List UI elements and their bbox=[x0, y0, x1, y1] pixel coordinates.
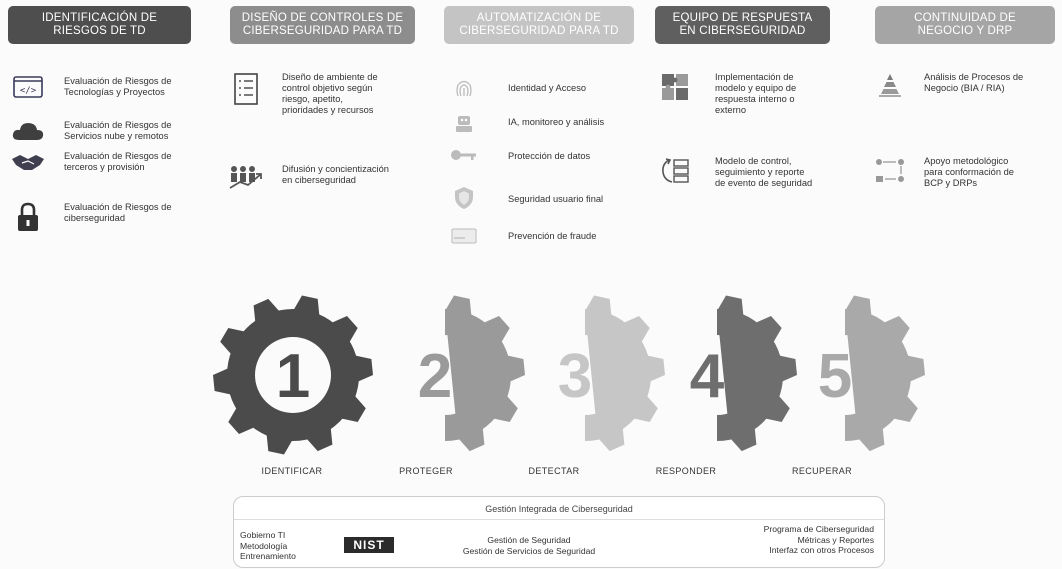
header-label: CONTINUIDAD DE NEGOCIO Y DRP bbox=[914, 12, 1016, 37]
gear-shape: 4 bbox=[690, 295, 797, 452]
gear-number: 2 bbox=[418, 342, 452, 411]
nist-logo: NIST bbox=[344, 537, 394, 553]
gear-shape: 5 bbox=[818, 295, 925, 452]
column-identificacion: IDENTIFICACIÓN DE RIESGOS DE TD bbox=[8, 6, 191, 44]
gear-label-recuperar: RECUPERAR bbox=[791, 466, 853, 476]
svg-text:</>: </> bbox=[20, 86, 37, 96]
item-text: Difusión y concientización en cibersegur… bbox=[282, 164, 389, 185]
gear-label-responder: RESPONDER bbox=[655, 466, 717, 476]
item-implementacion: Implementación de modelo y equipo de res… bbox=[655, 72, 796, 116]
checklist-icon bbox=[226, 72, 266, 106]
item-ia: IA, monitoreo y análisis bbox=[444, 112, 604, 134]
footer-panel: Gestión Integrada de Ciberseguridad Gobi… bbox=[233, 496, 885, 568]
header-label: IDENTIFICACIÓN DE RIESGOS DE TD bbox=[41, 12, 158, 37]
item-riesgos-tecnologias: </> Evaluación de Riesgos de Tecnologías… bbox=[8, 76, 172, 98]
gear-shape: 3 bbox=[558, 295, 665, 452]
column-equipo: EQUIPO DE RESPUESTA EN CIBERSEGURIDAD bbox=[655, 6, 830, 44]
fingerprint-icon bbox=[444, 78, 484, 100]
item-seguridad-usuario: Seguridad usuario final bbox=[444, 186, 603, 210]
card-icon bbox=[444, 228, 484, 244]
header-equipo: EQUIPO DE RESPUESTA EN CIBERSEGURIDAD bbox=[655, 6, 830, 44]
gear-5: 5 bbox=[760, 290, 930, 460]
footer-left-text: Gobierno TI Metodología Entrenamiento bbox=[240, 530, 296, 561]
item-text: Prevención de fraude bbox=[508, 231, 597, 241]
item-text: Seguridad usuario final bbox=[508, 194, 604, 204]
item-fraude: Prevención de fraude bbox=[444, 228, 596, 244]
column-automatizacion: AUTOMATIZACIÓN DE CIBERSEGURIDAD PARA TD bbox=[444, 6, 634, 44]
item-proteccion-datos: Protección de datos bbox=[444, 148, 590, 162]
puzzle-icon bbox=[655, 72, 695, 102]
header-continuidad: CONTINUIDAD DE NEGOCIO Y DRP bbox=[875, 6, 1055, 44]
gear-body bbox=[445, 309, 511, 441]
gear-body bbox=[845, 309, 911, 441]
item-riesgos-ciberseguridad: Evaluación de Riesgos de ciberseguridad bbox=[8, 202, 172, 232]
item-text: Apoyo metodológico para conformación de … bbox=[924, 156, 1014, 188]
pyramid-icon bbox=[870, 72, 910, 98]
key-icon bbox=[444, 148, 484, 162]
item-text: Evaluación de Riesgos de ciberseguridad bbox=[64, 202, 172, 223]
shield-icon bbox=[444, 186, 484, 210]
item-text: Evaluación de Riesgos de Servicios nube … bbox=[64, 120, 172, 141]
gear-label-detectar: DETECTAR bbox=[528, 466, 580, 476]
padlock-icon bbox=[8, 202, 48, 232]
header-label: DISEÑO DE CONTROLES DE CIBERSEGURIDAD PA… bbox=[241, 12, 404, 37]
gear-number: 4 bbox=[690, 342, 725, 411]
item-text: Implementación de modelo y equipo de res… bbox=[715, 72, 797, 115]
gear-body bbox=[585, 309, 651, 441]
gear-number: 1 bbox=[276, 342, 310, 411]
column-diseno: DISEÑO DE CONTROLES DE CIBERSEGURIDAD PA… bbox=[230, 6, 415, 44]
header-automatizacion: AUTOMATIZACIÓN DE CIBERSEGURIDAD PARA TD bbox=[444, 6, 634, 44]
people-growth-icon bbox=[226, 164, 266, 190]
item-text: Modelo de control, seguimiento y reporte… bbox=[715, 156, 813, 188]
gear-shape: 2 bbox=[418, 295, 525, 452]
footer-center-text: Gestión de Seguridad Gestión de Servicio… bbox=[462, 535, 596, 556]
gear-3: 3 bbox=[500, 290, 670, 460]
flow-icon bbox=[870, 156, 910, 186]
item-text: Protección de datos bbox=[508, 151, 591, 161]
gear-shape: 1 bbox=[213, 295, 373, 455]
gear-hub bbox=[255, 337, 331, 413]
robot-icon bbox=[444, 112, 484, 134]
footer-right-text: Programa de Ciberseguridad Métricas y Re… bbox=[763, 524, 874, 555]
gear-body bbox=[717, 309, 783, 441]
gear-2: 2 bbox=[360, 290, 530, 460]
header-label: EQUIPO DE RESPUESTA EN CIBERSEGURIDAD bbox=[672, 12, 813, 37]
gear-number: 3 bbox=[558, 342, 592, 411]
gear-1: 1 bbox=[208, 290, 378, 460]
item-identidad: Identidad y Acceso bbox=[444, 78, 586, 100]
gear-number: 5 bbox=[818, 342, 852, 411]
item-riesgos-nube: Evaluación de Riesgos de Servicios nube … bbox=[8, 120, 172, 142]
item-text: IA, monitoreo y análisis bbox=[508, 117, 605, 127]
item-text: Evaluación de Riesgos de Tecnologías y P… bbox=[64, 76, 172, 97]
footer-title: Gestión Integrada de Ciberseguridad bbox=[485, 504, 633, 514]
cloud-icon bbox=[8, 120, 48, 142]
header-label: AUTOMATIZACIÓN DE CIBERSEGURIDAD PARA TD bbox=[459, 12, 619, 37]
gear-label-proteger: PROTEGER bbox=[399, 466, 453, 476]
handshake-icon bbox=[8, 151, 48, 173]
gear-body bbox=[227, 309, 359, 441]
footer-divider bbox=[234, 519, 884, 520]
cycle-list-icon bbox=[655, 156, 695, 186]
code-window-icon: </> bbox=[8, 76, 48, 98]
header-identificacion: IDENTIFICACIÓN DE RIESGOS DE TD bbox=[8, 6, 191, 44]
item-apoyo-metodologico: Apoyo metodológico para conformación de … bbox=[870, 156, 1014, 189]
item-riesgos-terceros: Evaluación de Riesgos de terceros y prov… bbox=[8, 151, 172, 173]
item-difusion: Difusión y concientización en cibersegur… bbox=[226, 164, 389, 190]
gear-label-identificar: IDENTIFICAR bbox=[261, 466, 323, 476]
item-text: Análisis de Procesos de Negocio (BIA / R… bbox=[924, 72, 1024, 93]
item-analisis-procesos: Análisis de Procesos de Negocio (BIA / R… bbox=[870, 72, 1023, 98]
gear-4: 4 bbox=[632, 290, 802, 460]
column-continuidad: CONTINUIDAD DE NEGOCIO Y DRP bbox=[875, 6, 1055, 44]
header-diseno: DISEÑO DE CONTROLES DE CIBERSEGURIDAD PA… bbox=[230, 6, 415, 44]
item-text: Identidad y Acceso bbox=[508, 83, 587, 93]
item-modelo-control: Modelo de control, seguimiento y reporte… bbox=[655, 156, 812, 189]
item-text: Diseño de ambiente de control objetivo s… bbox=[282, 72, 378, 115]
item-diseno-ambiente: Diseño de ambiente de control objetivo s… bbox=[226, 72, 378, 116]
item-text: Evaluación de Riesgos de terceros y prov… bbox=[64, 151, 172, 172]
